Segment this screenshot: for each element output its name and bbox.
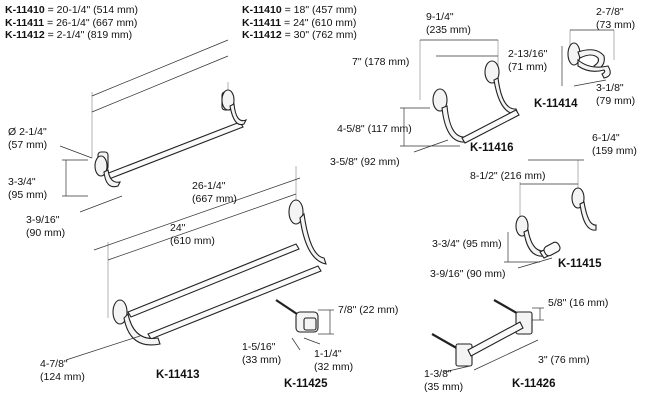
towel-bar-rod [105,121,244,180]
short-towel-bar [400,39,520,153]
front-rod [127,243,300,318]
left-arm [441,105,467,143]
model-number: K-11425 [284,378,328,390]
mounting-screw [275,299,301,317]
projection-dimension [79,195,123,213]
knob-face [303,317,317,331]
projection-dimension [573,79,607,87]
tissue-holder [504,159,597,269]
projection-dimension [413,139,449,153]
projection-label: 4-7/8" [40,358,68,370]
overall-length-mm-label: (667 mm) [192,193,237,205]
robe-hook [561,29,615,87]
lower-hook [577,58,611,79]
rear-rod [147,265,322,340]
left-mount-plate [94,155,108,177]
width-mm-label: (33 mm) [242,354,282,366]
model-number: K-11426 [512,378,556,390]
center-label: 7" (178 mm) [352,56,410,68]
width-mm-label: (159 mm) [592,145,637,157]
model-number: K-11416 [470,142,514,154]
length-label: 3" (76 mm) [538,354,590,366]
projection-label: 3-9/16" (90 mm) [430,268,506,280]
length-dimension [473,339,539,371]
projection-label: 3-9/16" [26,214,60,226]
height-mm-label: (71 mm) [508,61,548,73]
center-label: 8-1/2" (216 mm) [470,170,546,182]
pull-bar [467,321,524,357]
center-length-mm-label: (610 mm) [170,235,215,247]
projection-label: 3-1/8" [596,82,624,94]
right-arm [493,77,519,115]
diameter-label: Ø 2-1/4" [8,126,47,138]
depth-dimension [443,365,471,373]
height-label: 3-3/4" (95 mm) [432,238,502,250]
right-arm [579,201,597,231]
single-towel-bar [59,39,248,213]
left-arm [123,312,161,346]
spec-row: K-11410 = 20-1/4" (514 mm) [5,4,139,16]
center-length-label: 24" [170,222,186,234]
depth-mm-label: (32 mm) [314,361,354,373]
height-label: 3-3/4" [8,176,36,188]
left-arm [103,169,121,188]
left-mount-plate [432,88,448,112]
left-post [455,343,473,367]
spec-row: K-11412 = 2-1/4" (819 mm) [5,29,133,41]
depth-mm-label: (35 mm) [424,381,464,393]
projection-dimension [517,257,553,269]
spec-row: K-11410 = 18" (457 mm) [242,4,357,16]
paper-roller [543,241,561,257]
height-mm-label: (95 mm) [8,189,48,201]
depth-label: 1-1/4" [314,348,342,360]
spec-row: K-11412 = 30" (762 mm) [242,29,357,41]
model-number: K-11413 [156,369,200,381]
double-towel-bar [65,166,327,361]
projection-mm-label: (79 mm) [596,95,636,107]
spec-row: K-11411 = 24" (610 mm) [242,16,357,29]
model-length-list-center: K-11410 = 18" (457 mm) K-11411 = 24" (61… [242,4,357,42]
projection-dimension [65,335,141,361]
upper-hook [577,49,605,71]
right-arm [299,212,327,265]
projection-mm-label: (124 mm) [40,371,85,383]
width-label: 9-1/4" [426,11,454,23]
projection-mm-label: (90 mm) [26,227,66,239]
right-arm [229,103,248,126]
width-label: 2-7/8" [596,6,624,18]
bar-rod [461,109,520,144]
right-mount-plate [484,60,500,84]
height-label: 7/8" (22 mm) [338,304,399,316]
drawer-pull [431,299,544,373]
projection-label: 3-5/8" (92 mm) [330,156,400,168]
diameter-mm-label: (57 mm) [8,139,48,151]
height-label: 4-5/8" (117 mm) [337,123,412,135]
depth-label: 1-3/8" [424,368,452,380]
knob [275,299,334,351]
model-length-list-left: K-11410 = 20-1/4" (514 mm) K-11411 = 26-… [5,4,138,42]
center-length-dimension [91,55,229,113]
center-length-dimension [107,193,297,261]
height-label: 5/8" (16 mm) [548,297,609,309]
width-label: 1-5/16" [242,341,276,353]
overall-length-dimension [91,39,229,97]
model-number: K-11414 [534,98,578,110]
overall-length-dimension [93,177,301,251]
width-mm-label: (73 mm) [596,19,636,31]
spec-row: K-11411 = 26-1/4" (667 mm) [5,16,138,29]
width-mm-label: (235 mm) [426,24,471,36]
model-number: K-11415 [558,258,602,270]
overall-length-label: 26-1/4" [192,180,226,192]
lower-screw [431,333,461,351]
width-label: 6-1/4" [592,132,620,144]
height-label: 2-13/16" [508,48,548,60]
